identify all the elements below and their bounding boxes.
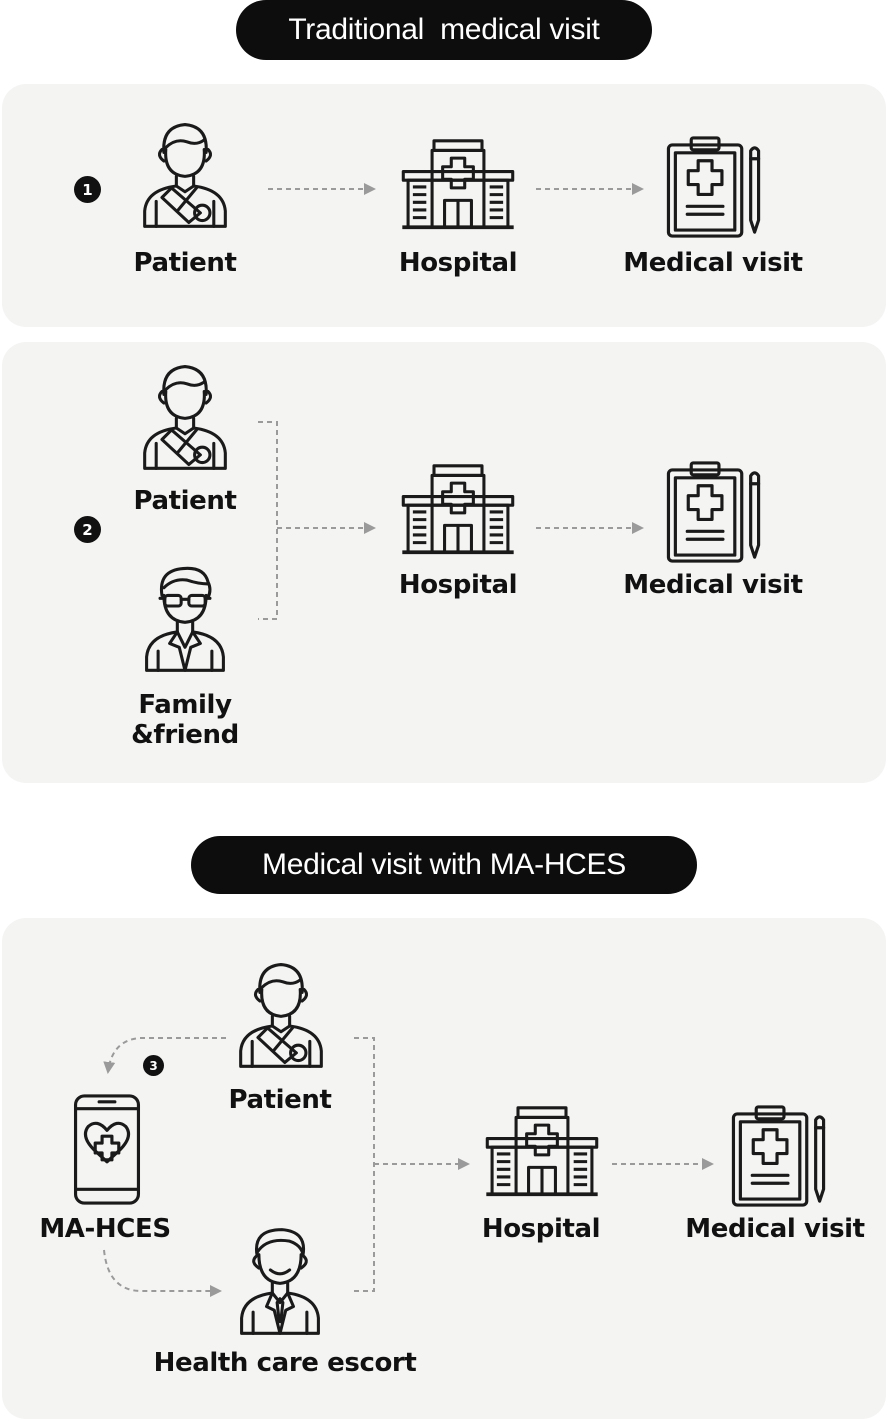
scenario-3-badge-number: 3 — [149, 1058, 158, 1073]
scenario-1-patient-label: Patient — [133, 248, 237, 278]
scenario-2-hospital-label: Hospital — [398, 570, 518, 600]
bracket-patient-family — [258, 421, 278, 620]
scenario-3-badge: 3 — [143, 1055, 164, 1076]
mahces-visit-title: Medical visit with MA-HCES — [262, 848, 626, 881]
scenario-2-family-label-line1: Family — [138, 690, 232, 720]
traditional-visit-title: Traditional medical visit — [288, 13, 600, 46]
scenario-1-badge-number: 1 — [82, 180, 93, 199]
scenario-1-badge: 1 — [74, 176, 101, 203]
arrow-patient-to-app — [103, 1037, 226, 1074]
scenario-2-medical-visit-label: Medical visit — [623, 570, 803, 600]
scenario-3-panel — [2, 918, 886, 1419]
scenario-2-patient-label: Patient — [133, 486, 237, 516]
scenario-1-medical-visit-label: Medical visit — [623, 248, 803, 278]
scenario-3-medical-visit-label: Medical visit — [685, 1214, 865, 1244]
scenario-3-patient-label: Patient — [228, 1085, 332, 1115]
mahces-visit-title-pill: Medical visit with MA-HCES — [191, 836, 697, 894]
bracket-patient-escort — [354, 1037, 375, 1292]
scenario-3-app-label: MA-HCES — [39, 1214, 171, 1244]
scenario-2-badge: 2 — [74, 516, 101, 543]
scenario-3-escort-label: Health care escort — [153, 1348, 417, 1378]
scenario-2-badge-number: 2 — [82, 520, 93, 539]
scenario-3-hospital-label: Hospital — [481, 1214, 601, 1244]
scenario-1-hospital-label: Hospital — [398, 248, 518, 278]
scenario-2-family-label-line2: &friend — [131, 720, 239, 750]
traditional-visit-title-pill: Traditional medical visit — [236, 0, 652, 60]
arrow-app-to-escort — [103, 1249, 222, 1297]
